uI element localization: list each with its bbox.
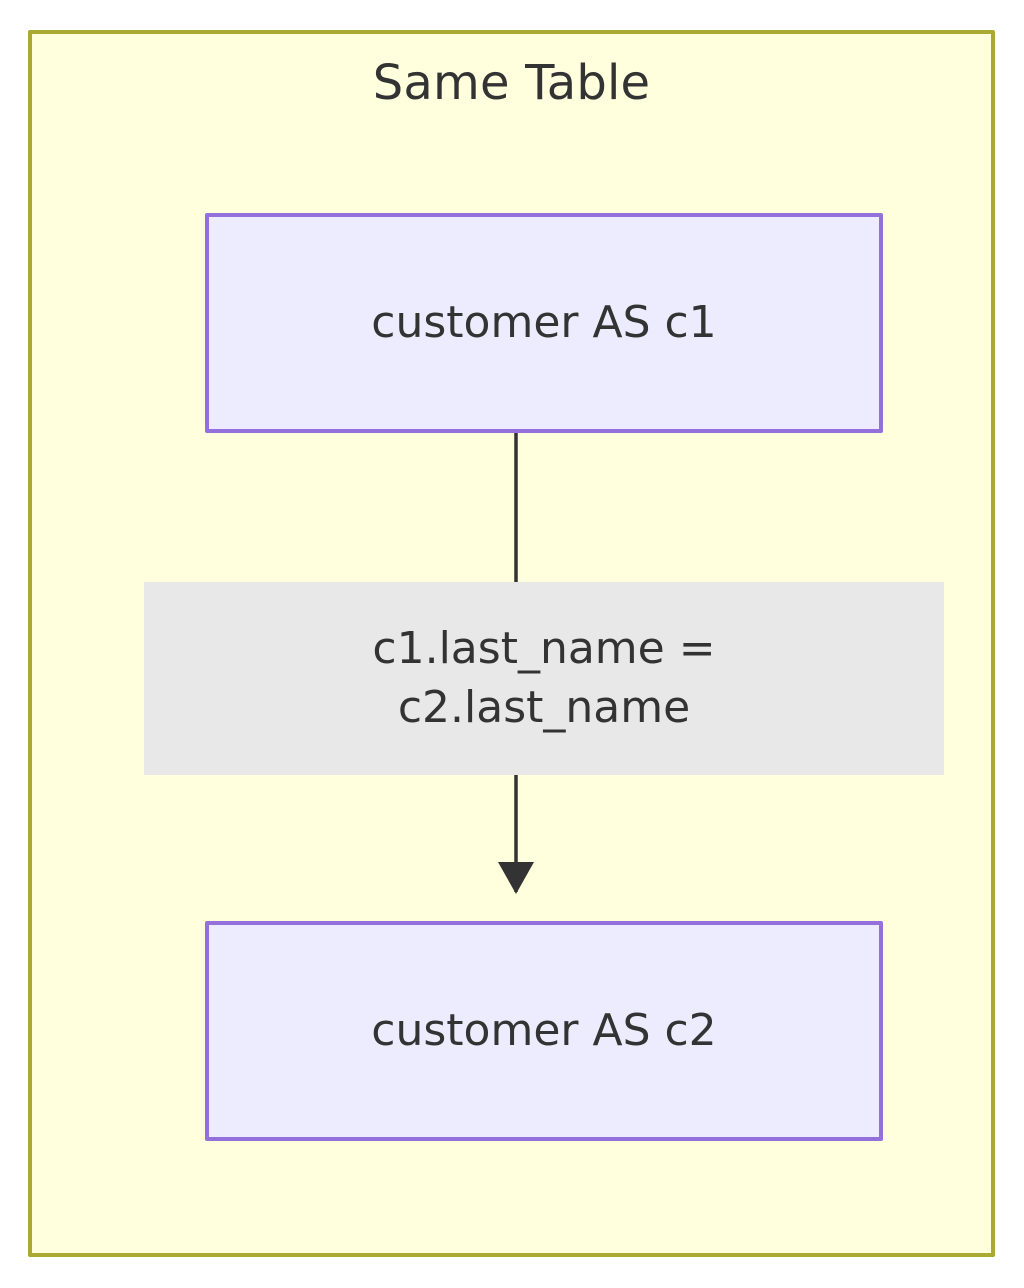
edge-label-join-condition: c1.last_name = c2.last_name	[144, 582, 944, 775]
subgraph-title: Same Table	[372, 55, 651, 111]
subgraph-same-table: Same Table customer AS c1 c1.last_name =…	[28, 30, 995, 1257]
edge-label-line-1: c1.last_name =	[372, 623, 716, 675]
node-customer-c1[interactable]: customer AS c1	[205, 213, 883, 433]
edge-label-line-2: c2.last_name	[397, 681, 691, 733]
node-label-c2: customer AS c2	[371, 1004, 717, 1056]
node-customer-c2[interactable]: customer AS c2	[205, 921, 883, 1141]
node-label-c1: customer AS c1	[371, 296, 717, 348]
arrowhead-icon	[498, 862, 534, 894]
